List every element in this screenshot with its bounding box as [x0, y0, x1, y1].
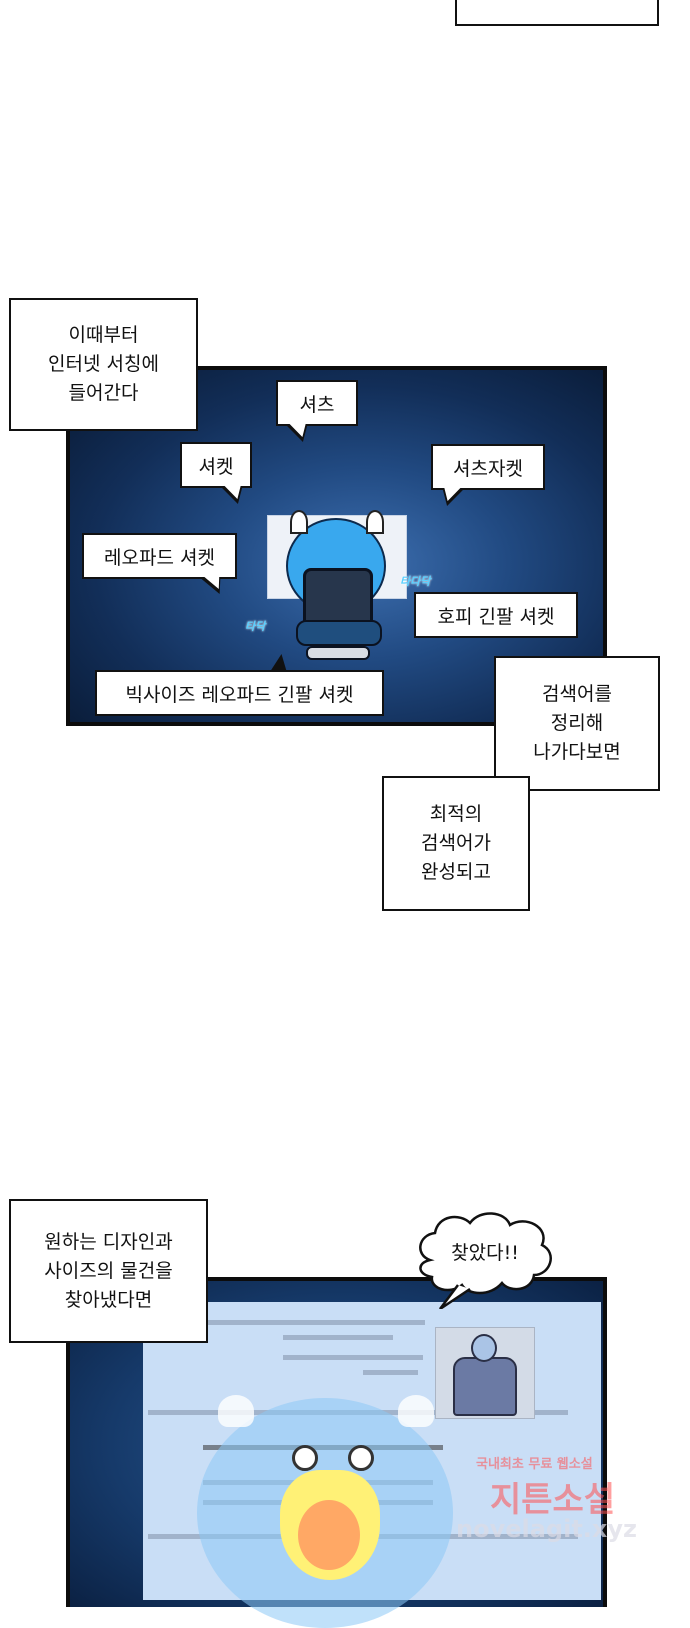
bubble-leopard-longsleeve-shacket: 호피 긴팔 셔켓 — [414, 592, 578, 638]
watermark-line3: novelagit.xyz — [456, 1515, 638, 1543]
bubble-leopard-shacket: 레오파드 셔켓 — [82, 533, 237, 579]
product-shirt-image — [453, 1357, 517, 1416]
text-row — [283, 1355, 423, 1360]
bubble-shirts: 셔츠 — [276, 380, 358, 426]
chair-base — [306, 646, 370, 660]
narration-box-found: 원하는 디자인과 사이즈의 물건을 찾아냈다면 — [9, 1199, 208, 1343]
character-horn-left — [218, 1395, 254, 1427]
shout-text: 찾았다!! — [451, 1242, 519, 1264]
character-eye-right — [348, 1445, 374, 1471]
bubble-tail — [270, 654, 290, 671]
shout-bubble — [419, 1212, 552, 1309]
chair-seat — [296, 620, 382, 646]
bubble-shirt-jacket: 셔츠자켓 — [431, 444, 545, 490]
shout-bubble-tail — [439, 1284, 471, 1309]
character-horn-right — [398, 1395, 434, 1427]
character-tongue — [298, 1500, 360, 1570]
character-horn-right — [366, 510, 384, 534]
watermark-line1: 국내최초 무료 웹소설 — [476, 1457, 593, 1472]
narration-box-search-start: 이때부터 인터넷 서칭에 들어간다 — [9, 298, 198, 431]
narration-box-optimal: 최적의 검색어가 완성되고 — [382, 776, 530, 911]
character-eye-left — [292, 1445, 318, 1471]
bubble-shacket: 셔켓 — [180, 442, 252, 488]
watermark-line2: 지튼소설 — [490, 1480, 616, 1520]
typing-sfx-left: 타닥 — [245, 620, 266, 633]
typing-sfx-right: 타다닥 — [400, 575, 431, 588]
top-partial-box — [455, 0, 659, 26]
character-horn-left — [290, 510, 308, 534]
shout-bubble-outline — [419, 1212, 552, 1295]
bubble-bigsize-leopard-shacket: 빅사이즈 레오파드 긴팔 셔켓 — [95, 670, 384, 716]
product-model-head — [471, 1334, 497, 1362]
text-row — [205, 1320, 425, 1325]
text-row — [283, 1335, 393, 1340]
text-row — [363, 1370, 418, 1375]
narration-box-refine: 검색어를 정리해 나가다보면 — [494, 656, 660, 791]
